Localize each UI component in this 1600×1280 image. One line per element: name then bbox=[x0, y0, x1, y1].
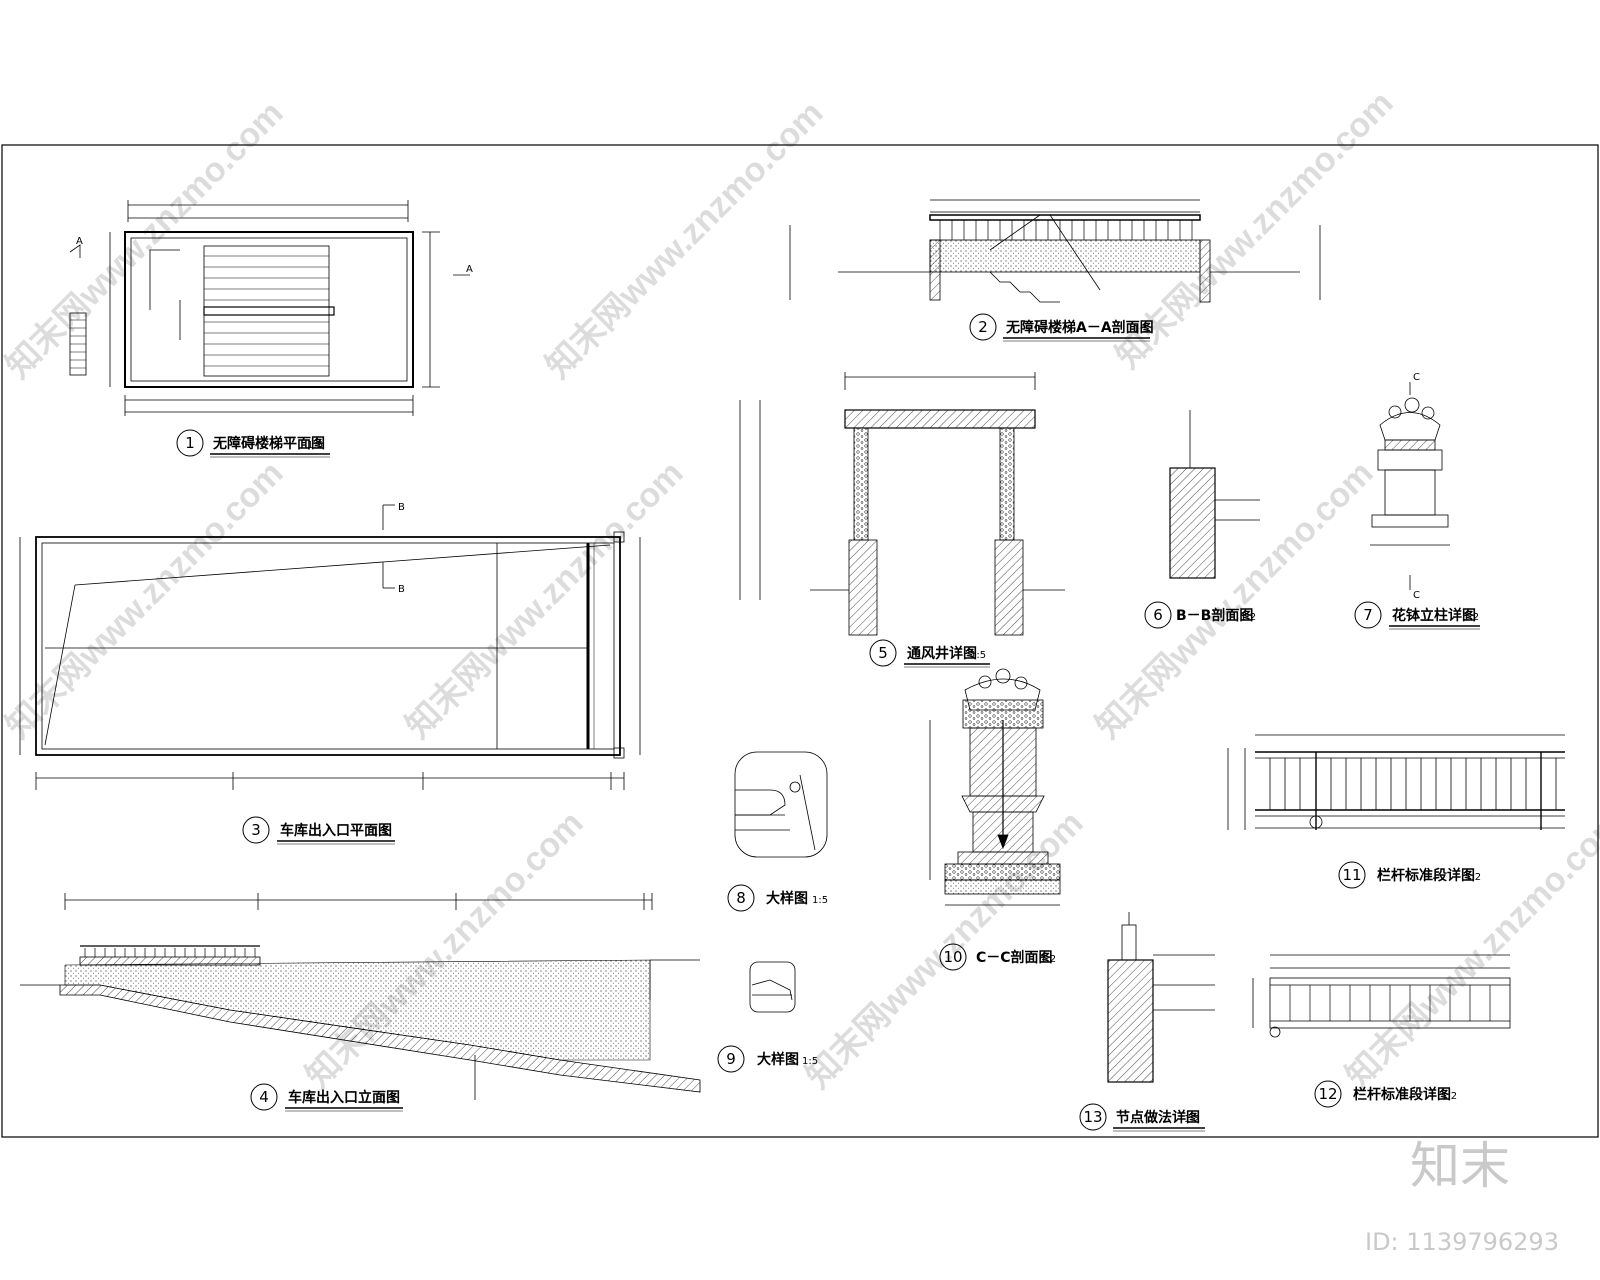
drawing-title: C－C剖面图 bbox=[976, 949, 1053, 966]
sheet-border bbox=[1, 144, 1599, 1138]
section-mark-b: B bbox=[398, 584, 405, 595]
drawing-number-circle bbox=[1338, 861, 1366, 889]
drawing-scale: 1:1 bbox=[380, 1094, 396, 1105]
drawing-scale: 1:2 bbox=[1040, 954, 1056, 965]
node-detail-drawing bbox=[1107, 912, 1215, 1083]
drawing-title-7: 7 花钵立柱详图 1:2 bbox=[1354, 601, 1480, 630]
drawing-title: B－B剖面图 bbox=[1176, 607, 1253, 624]
drawing-scale: 1:2 bbox=[1441, 1091, 1457, 1102]
drawing-number-circle bbox=[939, 943, 967, 971]
drawing-scale: 1:2 bbox=[1240, 612, 1256, 623]
section-mark-c: C bbox=[1413, 372, 1420, 383]
drawing-number-circle bbox=[717, 1045, 745, 1073]
drawing-title-9: 9 大样图 1:5 bbox=[717, 1045, 818, 1073]
drawing-title: 通风井详图 bbox=[907, 645, 977, 662]
garage-plan-drawing bbox=[19, 504, 641, 790]
stair-plan-drawing bbox=[69, 200, 470, 416]
vent-shaft-drawing bbox=[739, 372, 1065, 636]
drawing-scale: 1:5 bbox=[812, 895, 828, 906]
drawing-number: 5 bbox=[878, 644, 888, 662]
drawing-number: 6 bbox=[1153, 606, 1163, 624]
drawing-number: 8 bbox=[736, 889, 746, 907]
railing-elevation-drawing bbox=[1227, 734, 1565, 830]
drawing-number: 3 bbox=[251, 821, 261, 839]
drawing-title-2: 2 无障碍楼梯A－A剖面图 1:5 bbox=[969, 313, 1154, 342]
drawing-number: 2 bbox=[978, 318, 988, 336]
drawing-title-6: 6 B－B剖面图 1:2 bbox=[1144, 601, 1256, 629]
drawing-title: 车库出入口平面图 bbox=[280, 822, 392, 839]
drawing-title-8: 8 大样图 1:5 bbox=[727, 884, 828, 912]
garage-elevation-drawing bbox=[20, 893, 701, 1100]
drawing-number-circle bbox=[969, 313, 997, 341]
drawing-title-3: 3 车库出入口平面图 1:1 bbox=[242, 816, 395, 845]
cc-section-drawing bbox=[929, 668, 1061, 906]
drawing-scale: 1:2 bbox=[1465, 872, 1481, 883]
drawing-number: 11 bbox=[1342, 866, 1361, 884]
drawing-title: 栏杆标准段详图 bbox=[1377, 867, 1475, 884]
watermark-text: 知末网www.znzmo.com bbox=[399, 454, 691, 746]
watermark-layer: 知末网www.znzmo.com 知末网www.znzmo.com 知末网www… bbox=[0, 84, 1600, 1096]
drawing-number: 4 bbox=[259, 1088, 269, 1106]
drawing-title: 大样图 bbox=[766, 890, 808, 907]
drawing-scale: 1:2 bbox=[1184, 1114, 1200, 1125]
drawing-number: 10 bbox=[943, 948, 962, 966]
drawing-title: 大样图 bbox=[757, 1051, 799, 1068]
drawing-number: 7 bbox=[1363, 606, 1373, 624]
image-id-label: ID: 1139796293 bbox=[1365, 1228, 1559, 1256]
drawing-title: 节点做法详图 bbox=[1116, 1109, 1200, 1126]
drawing-title: 无障碍楼梯A－A剖面图 bbox=[1005, 319, 1154, 336]
brand-logo: 知末 bbox=[1410, 1137, 1510, 1195]
watermark-text: 知末网www.znzmo.com bbox=[0, 454, 291, 746]
drawing-number-circle bbox=[1144, 601, 1172, 629]
section-mark-a: A bbox=[76, 236, 83, 247]
drawing-scale: 1:5 bbox=[1133, 324, 1149, 335]
detail-9-drawing bbox=[749, 961, 796, 1013]
drawing-number-circle bbox=[176, 429, 204, 457]
watermark-text: 知末网www.znzmo.com bbox=[1089, 454, 1381, 746]
drawing-title-12: 12 栏杆标准段详图 1:2 bbox=[1314, 1080, 1457, 1108]
section-mark-a: A bbox=[466, 264, 473, 275]
drawing-number-circle bbox=[1314, 1080, 1342, 1108]
drawing-number: 12 bbox=[1318, 1085, 1337, 1103]
drawing-scale: 1:5 bbox=[307, 440, 323, 451]
section-mark-b: B bbox=[398, 502, 405, 513]
watermark-text: 知末网www.znzmo.com bbox=[539, 94, 831, 386]
drawing-number-circle bbox=[1079, 1103, 1107, 1131]
drawing-scale: 1:1 bbox=[372, 827, 388, 838]
planter-column-drawing bbox=[1370, 382, 1450, 590]
stair-section-drawing bbox=[789, 199, 1321, 303]
drawing-scale: 1:2 bbox=[1463, 612, 1479, 623]
drawing-number-circle bbox=[727, 884, 755, 912]
drawing-title-1: 1 无障碍楼梯平面图 1:5 bbox=[176, 429, 330, 458]
drawing-number-circle bbox=[242, 816, 270, 844]
watermark-text: 知末网www.znzmo.com bbox=[0, 94, 291, 386]
drawing-title: 花钵立柱详图 bbox=[1392, 607, 1476, 624]
drawing-number-circle bbox=[869, 639, 897, 667]
railing-plan-drawing bbox=[1252, 954, 1511, 1038]
drawing-scale: 1:5 bbox=[970, 650, 986, 661]
drawing-title-11: 11 栏杆标准段详图 1:2 bbox=[1338, 861, 1481, 889]
section-mark-c: C bbox=[1413, 590, 1420, 601]
drawing-number-circle bbox=[250, 1083, 278, 1111]
drawing-title-10: 10 C－C剖面图 1:2 bbox=[939, 943, 1056, 971]
bb-section-drawing bbox=[1169, 410, 1260, 579]
drawing-number: 1 bbox=[185, 434, 195, 452]
drawing-number: 13 bbox=[1083, 1108, 1102, 1126]
drawing-scale: 1:5 bbox=[802, 1056, 818, 1067]
drawing-title-5: 5 通风井详图 1:5 bbox=[869, 639, 990, 668]
drawing-title-4: 4 车库出入口立面图 1:1 bbox=[250, 1083, 403, 1112]
drawing-title-13: 13 节点做法详图 1:2 bbox=[1079, 1103, 1205, 1132]
detail-8-drawing bbox=[734, 751, 828, 858]
drawing-number: 9 bbox=[726, 1050, 736, 1068]
drawing-title: 车库出入口立面图 bbox=[288, 1089, 400, 1106]
drawing-title: 无障碍楼梯平面图 bbox=[212, 435, 325, 452]
drawing-title: 栏杆标准段详图 bbox=[1353, 1086, 1451, 1103]
watermark-text: 知末网www.znzmo.com bbox=[1339, 804, 1600, 1096]
drawing-number-circle bbox=[1354, 601, 1382, 629]
